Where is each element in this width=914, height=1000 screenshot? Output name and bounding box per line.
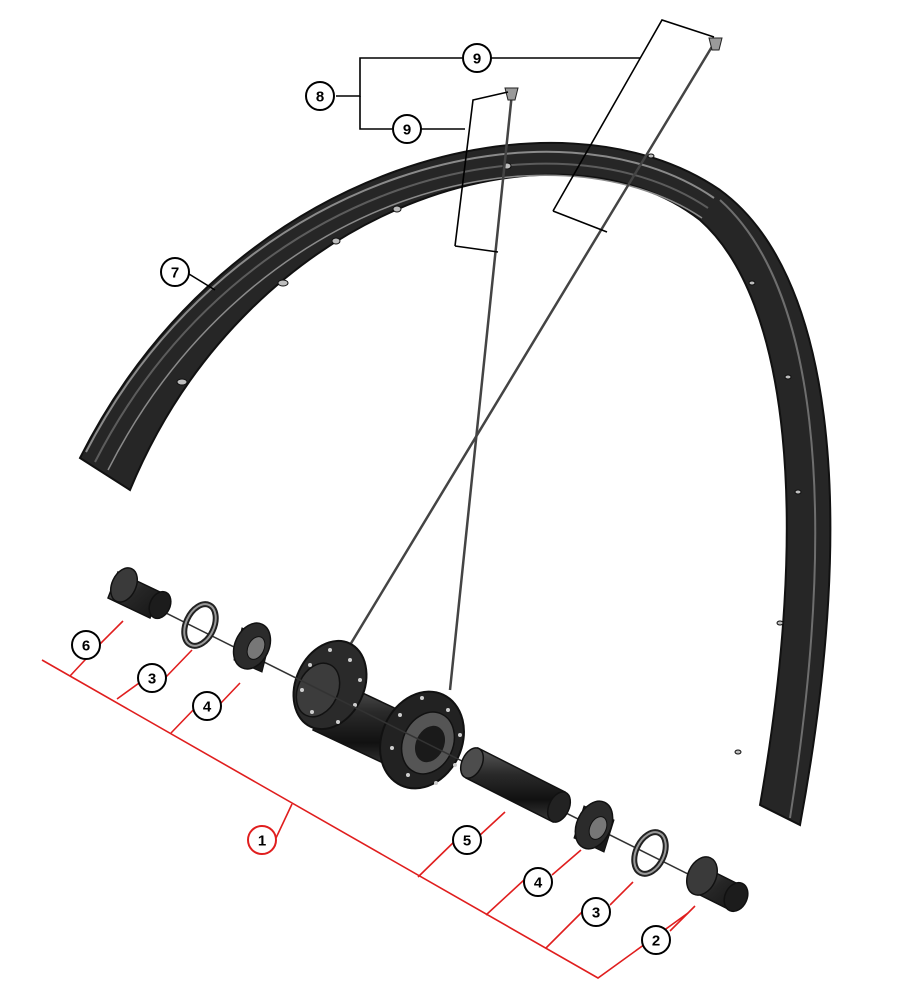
axle-spacer-tube [459,746,572,824]
red-leader-1 [275,803,293,839]
black-leaders [188,19,715,291]
callout-9-bottom: 9 [392,114,422,144]
hub [292,639,465,790]
leader-9-top-lower [552,210,608,233]
nipple-top-middle [504,87,519,101]
callout-9-top: 9 [462,43,492,73]
spoke-nipples [504,37,723,101]
callout-9-bottom-label: 9 [403,122,411,139]
callout-2: 2 [641,925,671,955]
callout-2-label: 2 [652,933,660,950]
spoke-a [348,39,718,646]
callout-3-right-label: 3 [592,905,600,922]
callout-8: 8 [305,81,335,111]
red-leader-4-right-part [551,849,582,876]
red-leader-6 [98,620,124,646]
callout-4-left: 4 [192,691,222,721]
callout-1-label: 1 [258,833,266,850]
red-leader-3-right-part [609,881,634,906]
callout-7: 7 [160,257,190,287]
callout-4-right: 4 [523,867,553,897]
callout-1: 1 [247,825,277,855]
red-leader-5-part [478,811,506,837]
callout-5-label: 5 [463,833,471,850]
leader-9-bottom-bracket [454,91,509,247]
leader-8-bracket [336,57,462,97]
red-leader-4-right [485,879,525,916]
red-leader-3-left-part [164,649,193,679]
callout-3-left: 3 [137,663,167,693]
callout-4-left-label: 4 [203,699,212,716]
callout-7-label: 7 [171,265,179,282]
spokes [348,39,718,691]
red-leader-4-left [170,705,198,734]
callout-3-left-label: 3 [148,671,156,688]
nipple-top-right [708,37,723,51]
callout-4-right-label: 4 [534,875,543,892]
spoke-b [448,92,514,691]
callout-3-right: 3 [581,897,611,927]
leader-8-lower [359,96,392,130]
washer-right [631,829,669,877]
bearing-left [232,622,272,673]
leader-9-bottom-lower [454,245,499,253]
callout-9-top-label: 9 [473,51,481,68]
red-leader-2-part [669,905,696,932]
callout-6: 6 [71,630,101,660]
red-leader-4-left-part [219,682,241,705]
red-leader-3-right [545,911,583,949]
callout-5: 5 [452,825,482,855]
axle-centerline [119,589,721,891]
leader-9-top-bracket [552,19,715,212]
callout-6-label: 6 [82,638,90,655]
callout-8-label: 8 [316,89,324,106]
bearing-right [573,800,615,853]
red-leader-5 [417,837,459,878]
leader-7 [188,273,216,291]
end-cap-left [107,567,172,620]
end-cap-right [686,856,749,913]
rim [78,142,832,827]
washer-left [181,601,219,649]
